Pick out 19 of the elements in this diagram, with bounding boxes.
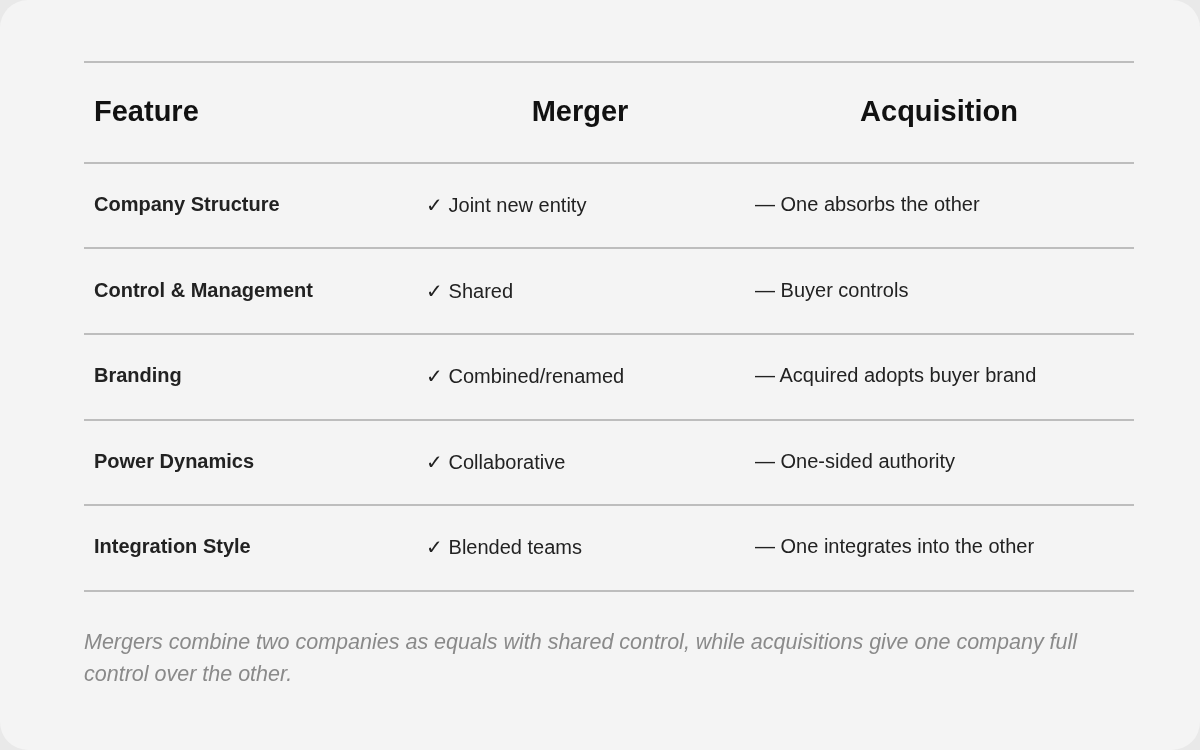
table-cell-text: ✓ Blended teams bbox=[426, 535, 582, 559]
row-header: Power Dynamics bbox=[94, 450, 255, 473]
row-header: Branding bbox=[94, 364, 182, 387]
table-cell-text: ✓ Collaborative bbox=[426, 450, 566, 474]
table-cell-text: — One integrates into the other bbox=[755, 535, 1035, 558]
table-cell-text: — Buyer controls bbox=[755, 279, 909, 302]
table-cell-text: ✓ Joint new entity bbox=[426, 193, 587, 217]
caption: Mergers combine two companies as equals with shared control, while acquisitions give one company full control over the other. bbox=[84, 629, 1079, 688]
row-header: Integration Style bbox=[94, 535, 251, 558]
row-header: Company Structure bbox=[94, 193, 280, 216]
table-cell-text: ✓ Combined/renamed bbox=[426, 364, 625, 388]
row-header: Control & Management bbox=[94, 279, 313, 302]
table-cell-text: — Acquired adopts buyer brand bbox=[755, 364, 1037, 387]
column-header: Acquisition bbox=[860, 95, 1018, 128]
table-cell-text: — One absorbs the other bbox=[755, 193, 980, 216]
table-cell-text: — One-sided authority bbox=[755, 450, 956, 473]
table-cell-text: ✓ Shared bbox=[426, 279, 514, 303]
column-header: Merger bbox=[531, 95, 629, 128]
column-header: Feature bbox=[94, 95, 199, 128]
